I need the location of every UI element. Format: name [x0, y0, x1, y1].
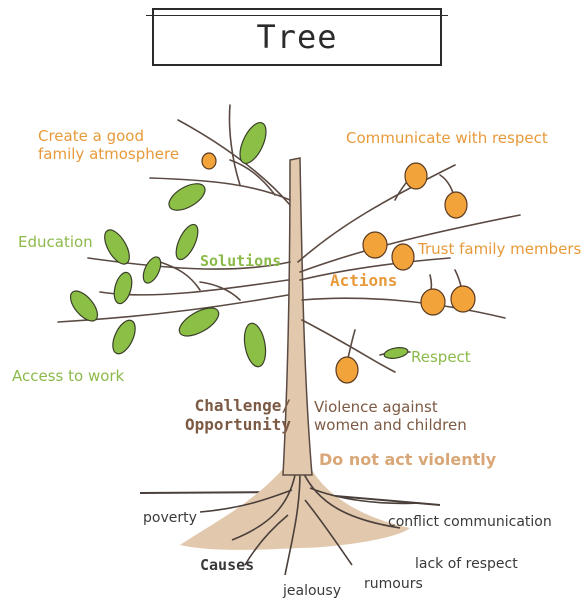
fruit — [450, 285, 476, 313]
leaf — [104, 229, 130, 265]
cause-rumours: rumours — [364, 576, 423, 592]
leaf — [243, 322, 267, 368]
label-family-atmosphere-line1: Create a good — [38, 127, 144, 145]
root-area — [180, 470, 410, 550]
part-challenge: Challenge/ Opportunity — [185, 396, 291, 434]
leaf — [69, 290, 99, 322]
trunk — [282, 157, 313, 476]
label-violence: Violence against women and children — [314, 398, 467, 434]
cause-lack-of-respect: lack of respect — [415, 556, 518, 572]
part-challenge-line1: Challenge/ — [194, 396, 291, 415]
fruit — [420, 288, 446, 316]
fruit — [404, 162, 428, 190]
label-trust: Trust family members — [418, 240, 582, 258]
leaf — [178, 307, 220, 337]
label-communicate: Communicate with respect — [346, 129, 548, 147]
label-respect: Respect — [411, 348, 471, 366]
title: Tree — [256, 18, 338, 56]
fruit — [335, 356, 359, 384]
label-violence-line2: women and children — [314, 416, 467, 434]
leaf — [175, 223, 199, 261]
fruit — [391, 243, 415, 271]
label-violence-line1: Violence against — [314, 398, 438, 416]
title-box: Tree — [146, 8, 448, 66]
label-access-to-work: Access to work — [12, 367, 125, 385]
leaf — [112, 319, 136, 355]
leaves — [69, 122, 409, 368]
leaf — [113, 271, 133, 305]
cause-poverty: poverty — [143, 510, 197, 526]
label-family-atmosphere-line2: family atmosphere — [38, 145, 180, 163]
fruit — [444, 191, 468, 219]
leaf — [142, 256, 162, 284]
part-causes: Causes — [200, 556, 255, 574]
slogan: Do not act violently — [319, 450, 497, 469]
leaf — [168, 183, 206, 211]
cause-jealousy: jealousy — [283, 583, 341, 599]
roots — [199, 469, 421, 576]
part-challenge-line2: Opportunity — [185, 415, 291, 435]
leaf — [383, 347, 409, 359]
fruit — [362, 231, 388, 259]
part-solutions: Solutions — [200, 252, 282, 270]
branches — [57, 104, 521, 373]
fruit — [201, 152, 217, 170]
label-family-atmosphere: Create a good family atmosphere — [38, 127, 179, 163]
cause-conflict: conflict communication — [388, 514, 552, 530]
fruits — [201, 152, 476, 384]
leaf — [239, 122, 267, 164]
part-actions: Actions — [330, 271, 398, 290]
label-education: Education — [18, 233, 93, 251]
